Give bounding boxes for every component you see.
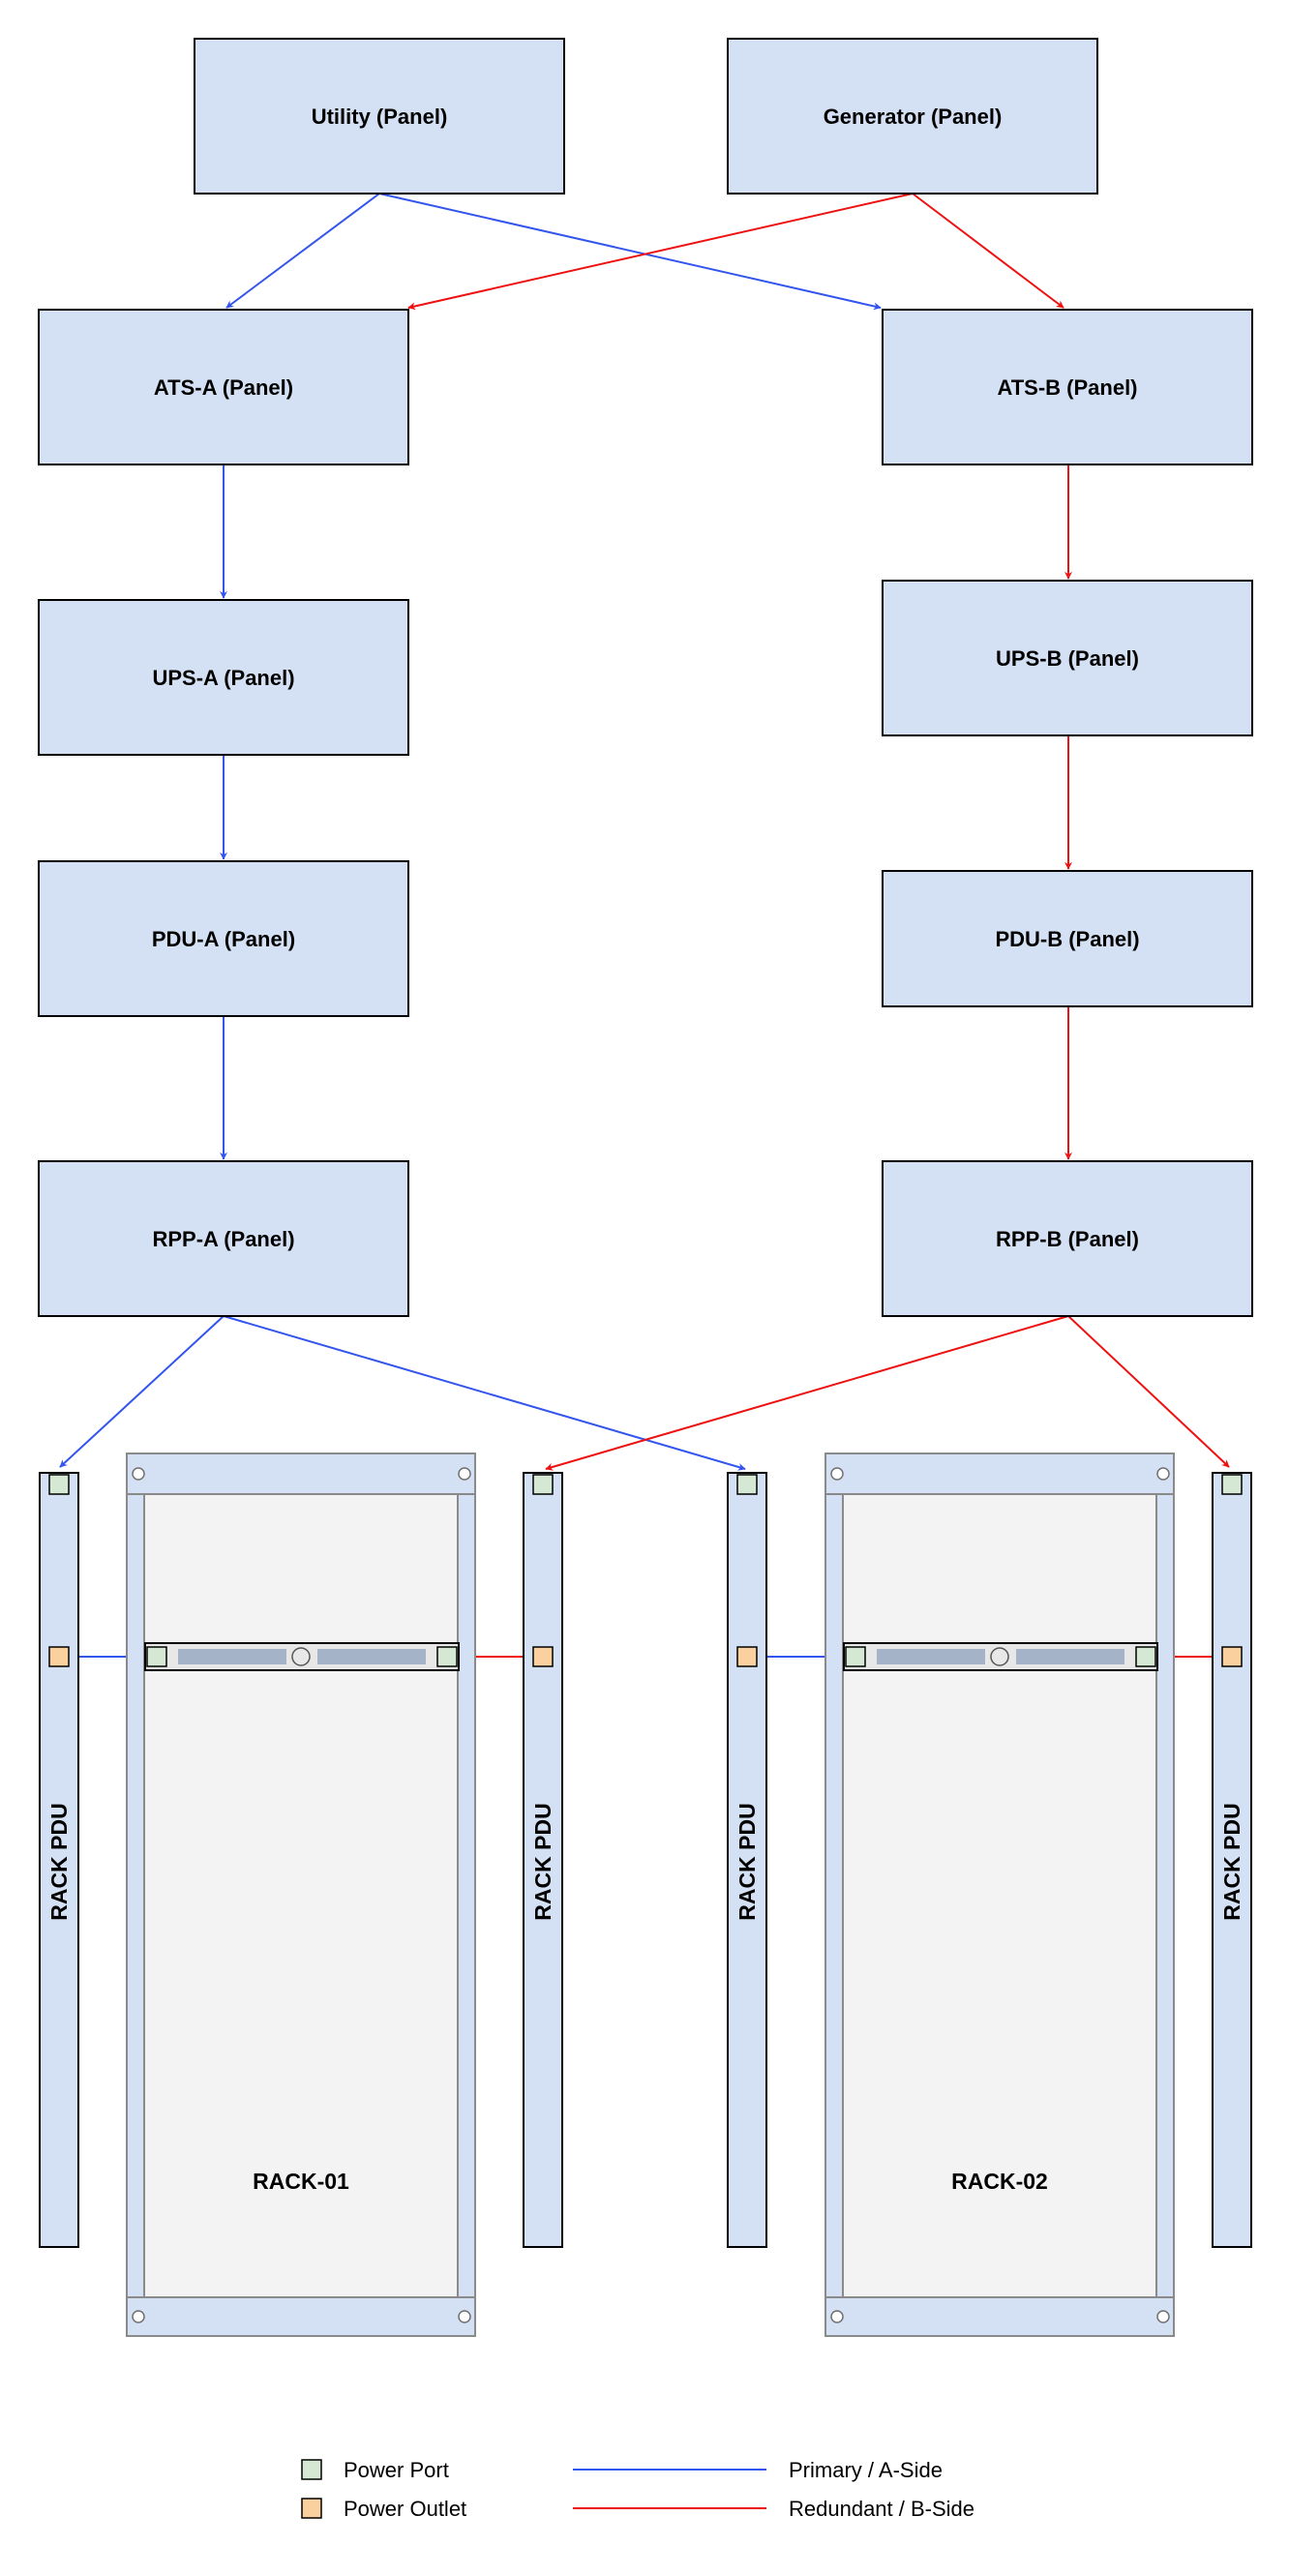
legend-primary: Primary / A-Side: [789, 2458, 943, 2482]
legend-power-port: Power Port: [344, 2458, 449, 2482]
rack-pdu-1-label: RACK PDU: [46, 1803, 72, 1920]
ups-a-panel[interactable]: UPS-A (Panel): [38, 599, 409, 756]
rack-01-label: RACK-01: [253, 2169, 349, 2194]
rack-pdu-2-power-outlet[interactable]: [532, 1646, 554, 1667]
redundant-connectors: [407, 193, 1230, 1661]
screw-icon: [458, 2310, 471, 2323]
pdu-a-panel[interactable]: PDU-A (Panel): [38, 860, 409, 1017]
rack-01-power-port-a[interactable]: [146, 1646, 167, 1667]
rack-02-interior: [842, 1493, 1157, 2298]
rack-01-device[interactable]: [144, 1642, 460, 1671]
rack-pdu-4[interactable]: RACK PDU: [1212, 1472, 1252, 2248]
screw-icon: [1156, 2310, 1170, 2323]
screw-icon: [1156, 1467, 1170, 1481]
screw-icon: [830, 2310, 844, 2323]
status-led-icon: [291, 1647, 311, 1666]
power-port-legend-icon: [301, 2459, 322, 2480]
connector-utility-ats-a: [225, 193, 380, 309]
primary-connectors: [59, 193, 882, 1661]
rack-pdu-2[interactable]: RACK PDU: [523, 1472, 563, 2248]
connector-generator-ats-b: [912, 193, 1064, 309]
screw-icon: [132, 1467, 145, 1481]
ups-b-panel[interactable]: UPS-B (Panel): [882, 580, 1253, 736]
rack-01-interior: [143, 1493, 459, 2298]
generator-panel[interactable]: Generator (Panel): [727, 38, 1098, 195]
pdu-b-panel[interactable]: PDU-B (Panel): [882, 870, 1253, 1007]
rack-pdu-4-power-port[interactable]: [1221, 1474, 1243, 1495]
rack-pdu-3-label: RACK PDU: [734, 1803, 760, 1920]
ats-b-panel[interactable]: ATS-B (Panel): [882, 309, 1253, 465]
screw-icon: [830, 1467, 844, 1481]
rack-02-power-port-b[interactable]: [1135, 1646, 1156, 1667]
rpp-b-panel-label: RPP-B (Panel): [996, 1227, 1139, 1251]
rpp-a-panel-label: RPP-A (Panel): [152, 1227, 294, 1251]
connector-rpp-a-rack-pdu-1: [59, 1315, 225, 1468]
ups-a-panel-label: UPS-A (Panel): [152, 666, 294, 690]
legend-power-outlet: Power Outlet: [344, 2497, 466, 2521]
ups-b-panel-label: UPS-B (Panel): [996, 646, 1139, 671]
rack-pdu-3-power-port[interactable]: [736, 1474, 758, 1495]
rpp-b-panel[interactable]: RPP-B (Panel): [882, 1160, 1253, 1317]
ats-b-panel-label: ATS-B (Panel): [997, 375, 1137, 400]
rack-02[interactable]: RACK-02: [824, 1453, 1175, 2337]
rack-pdu-2-label: RACK PDU: [530, 1803, 555, 1920]
rack-02-power-port-a[interactable]: [845, 1646, 866, 1667]
rack-pdu-1[interactable]: RACK PDU: [39, 1472, 79, 2248]
utility-panel-label: Utility (Panel): [312, 105, 448, 129]
generator-panel-label: Generator (Panel): [824, 105, 1003, 129]
connector-utility-ats-b: [378, 193, 882, 311]
rack-pdu-4-power-outlet[interactable]: [1221, 1646, 1243, 1667]
rack-pdu-3[interactable]: RACK PDU: [727, 1472, 767, 2248]
pdu-a-panel-label: PDU-A (Panel): [152, 927, 295, 951]
legend: Power Port Power Outlet Primary / A-Side…: [301, 2458, 974, 2521]
screw-icon: [132, 2310, 145, 2323]
rpp-a-panel[interactable]: RPP-A (Panel): [38, 1160, 409, 1317]
utility-panel[interactable]: Utility (Panel): [194, 38, 565, 195]
status-led-icon: [990, 1647, 1009, 1666]
rack-pdu-2-power-port[interactable]: [532, 1474, 554, 1495]
power-outlet-legend-icon: [301, 2498, 322, 2519]
ats-a-panel-label: ATS-A (Panel): [154, 375, 293, 400]
screw-icon: [458, 1467, 471, 1481]
rack-01-power-port-b[interactable]: [436, 1646, 458, 1667]
rack-pdu-1-power-port[interactable]: [48, 1474, 70, 1495]
ats-a-panel[interactable]: ATS-A (Panel): [38, 309, 409, 465]
rack-pdu-4-label: RACK PDU: [1219, 1803, 1244, 1920]
legend-redundant: Redundant / B-Side: [789, 2497, 974, 2521]
connector-generator-ats-a: [407, 193, 914, 311]
connector-rpp-a-rack-pdu-3: [223, 1315, 746, 1471]
rack-pdu-3-power-outlet[interactable]: [736, 1646, 758, 1667]
rack-01[interactable]: RACK-01: [126, 1453, 476, 2337]
rack-02-device[interactable]: [843, 1642, 1158, 1671]
rack-02-label: RACK-02: [951, 2169, 1048, 2194]
pdu-b-panel-label: PDU-B (Panel): [995, 927, 1139, 951]
connector-rpp-b-rack-pdu-2: [545, 1315, 1069, 1471]
connector-rpp-b-rack-pdu-4: [1067, 1315, 1230, 1468]
rack-pdu-1-power-outlet[interactable]: [48, 1646, 70, 1667]
